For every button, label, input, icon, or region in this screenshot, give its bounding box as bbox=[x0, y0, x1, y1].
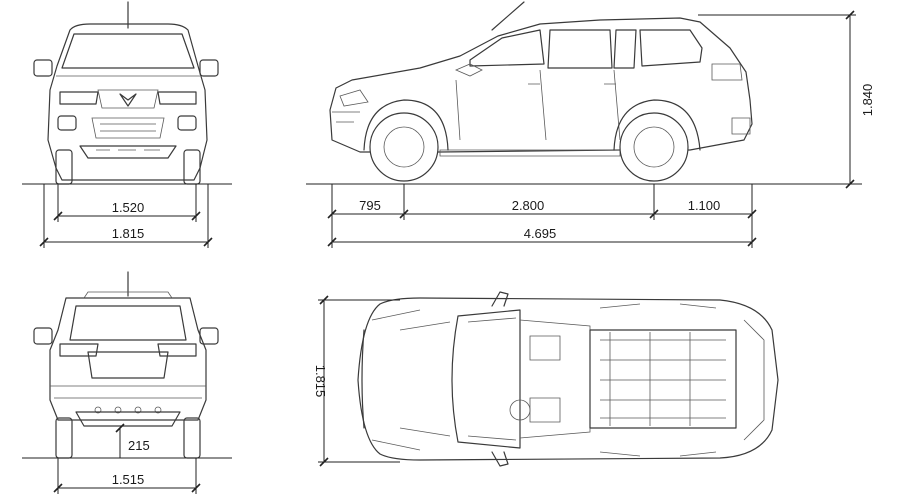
rear-overhang-label: 1.100 bbox=[688, 198, 721, 213]
front-track-label: 1.520 bbox=[112, 200, 145, 215]
top-overall-width-label: 1.815 bbox=[313, 365, 328, 398]
top-overall-width-dimension: 1.815 bbox=[313, 295, 400, 467]
ground-clearance-dimension: 215 bbox=[115, 423, 150, 458]
rear-track-dimension: 1.515 bbox=[53, 458, 201, 494]
overall-height-label: 1.840 bbox=[860, 84, 875, 117]
front-view bbox=[33, 1, 219, 185]
side-view bbox=[329, 1, 753, 182]
front-overall-width-label: 1.815 bbox=[112, 226, 145, 241]
rear-track-label: 1.515 bbox=[112, 472, 145, 487]
overall-height-dimension: 1.840 bbox=[698, 10, 875, 189]
front-track-dimension: 1.520 bbox=[53, 184, 201, 222]
front-overhang-label: 795 bbox=[359, 198, 381, 213]
overall-length-label: 4.695 bbox=[524, 226, 557, 241]
top-view bbox=[357, 291, 779, 467]
ground-clearance-label: 215 bbox=[128, 438, 150, 453]
length-dimensions: 795 2.800 1.100 4.695 bbox=[327, 184, 757, 248]
wheelbase-label: 2.800 bbox=[512, 198, 545, 213]
rear-view bbox=[33, 271, 219, 459]
front-overall-width-dimension: 1.815 bbox=[39, 184, 213, 248]
